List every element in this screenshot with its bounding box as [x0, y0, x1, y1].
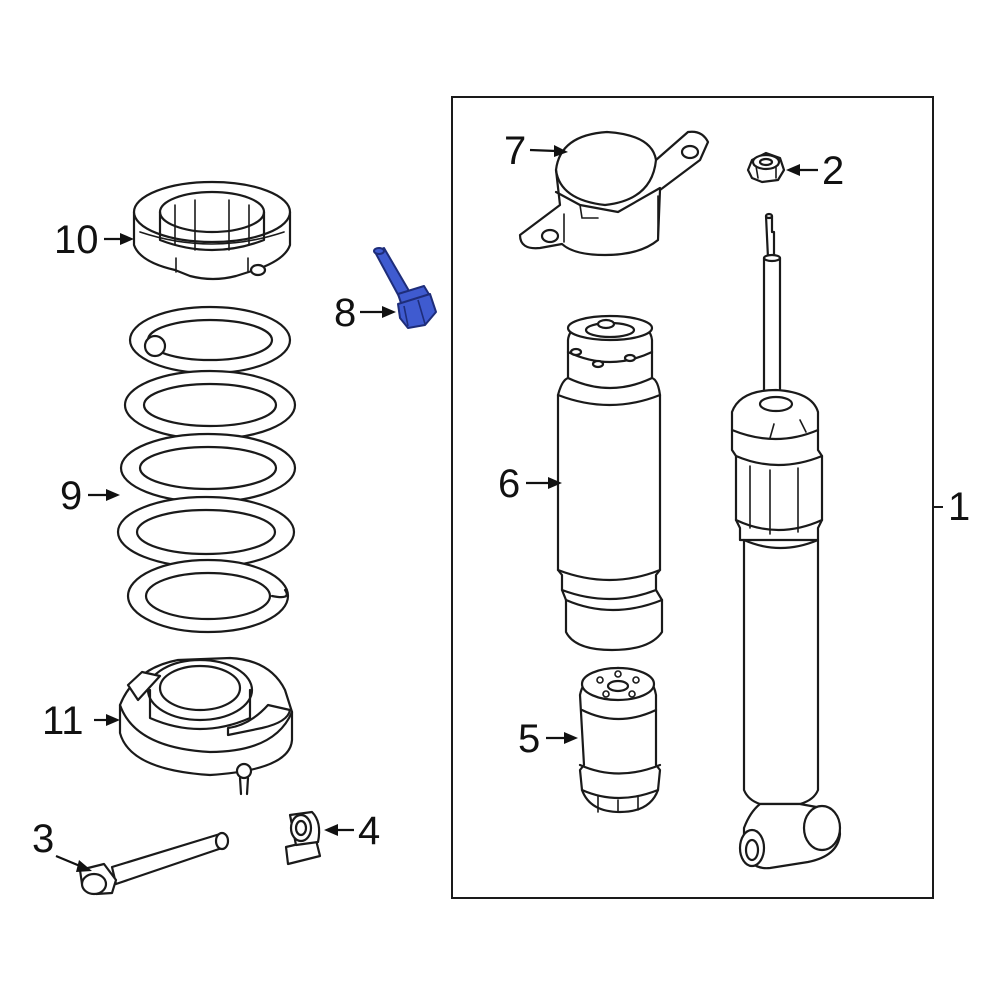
callout-4-label[interactable]: 4 [358, 809, 380, 853]
highlighted-bolt-icon[interactable] [373, 247, 437, 329]
nut-icon[interactable] [746, 151, 786, 184]
lower-spring-seat-icon[interactable] [118, 656, 294, 796]
callout-3-arrow [55, 854, 92, 872]
coil-spring-icon[interactable] [116, 305, 297, 634]
upper-spring-seat-icon[interactable] [132, 180, 292, 281]
callout-1-label[interactable]: 1 [948, 485, 970, 529]
callout-11-label[interactable]: 11 [42, 699, 84, 743]
shock-absorber-icon[interactable] [730, 212, 842, 870]
callout-9-arrow [88, 489, 120, 501]
callout-4-arrow [324, 824, 354, 836]
assembly-box [451, 96, 934, 899]
callout-5-arrow [546, 732, 578, 744]
callout-2-label[interactable]: 2 [822, 149, 844, 193]
callout-7-arrow [529, 145, 568, 157]
bolt-icon[interactable] [78, 831, 230, 896]
upper-mount-icon[interactable] [518, 130, 710, 257]
callout-5-label[interactable]: 5 [518, 717, 540, 761]
callout-8-label[interactable]: 8 [334, 291, 356, 335]
callout-2-arrow [786, 164, 818, 176]
callout-6-label[interactable]: 6 [498, 462, 520, 506]
bump-stop-icon[interactable] [578, 666, 662, 814]
callout-6-arrow [526, 477, 562, 489]
callout-10-label[interactable]: 10 [54, 218, 99, 262]
clip-nut-icon[interactable] [284, 810, 322, 866]
callout-9-label[interactable]: 9 [60, 474, 82, 518]
callout-3-label[interactable]: 3 [32, 817, 54, 861]
callout-11-arrow [94, 714, 120, 726]
callout-8-arrow [360, 306, 396, 318]
dust-boot-icon[interactable] [556, 314, 664, 652]
callout-10-arrow [104, 233, 134, 245]
callout-7-label[interactable]: 7 [504, 129, 526, 173]
